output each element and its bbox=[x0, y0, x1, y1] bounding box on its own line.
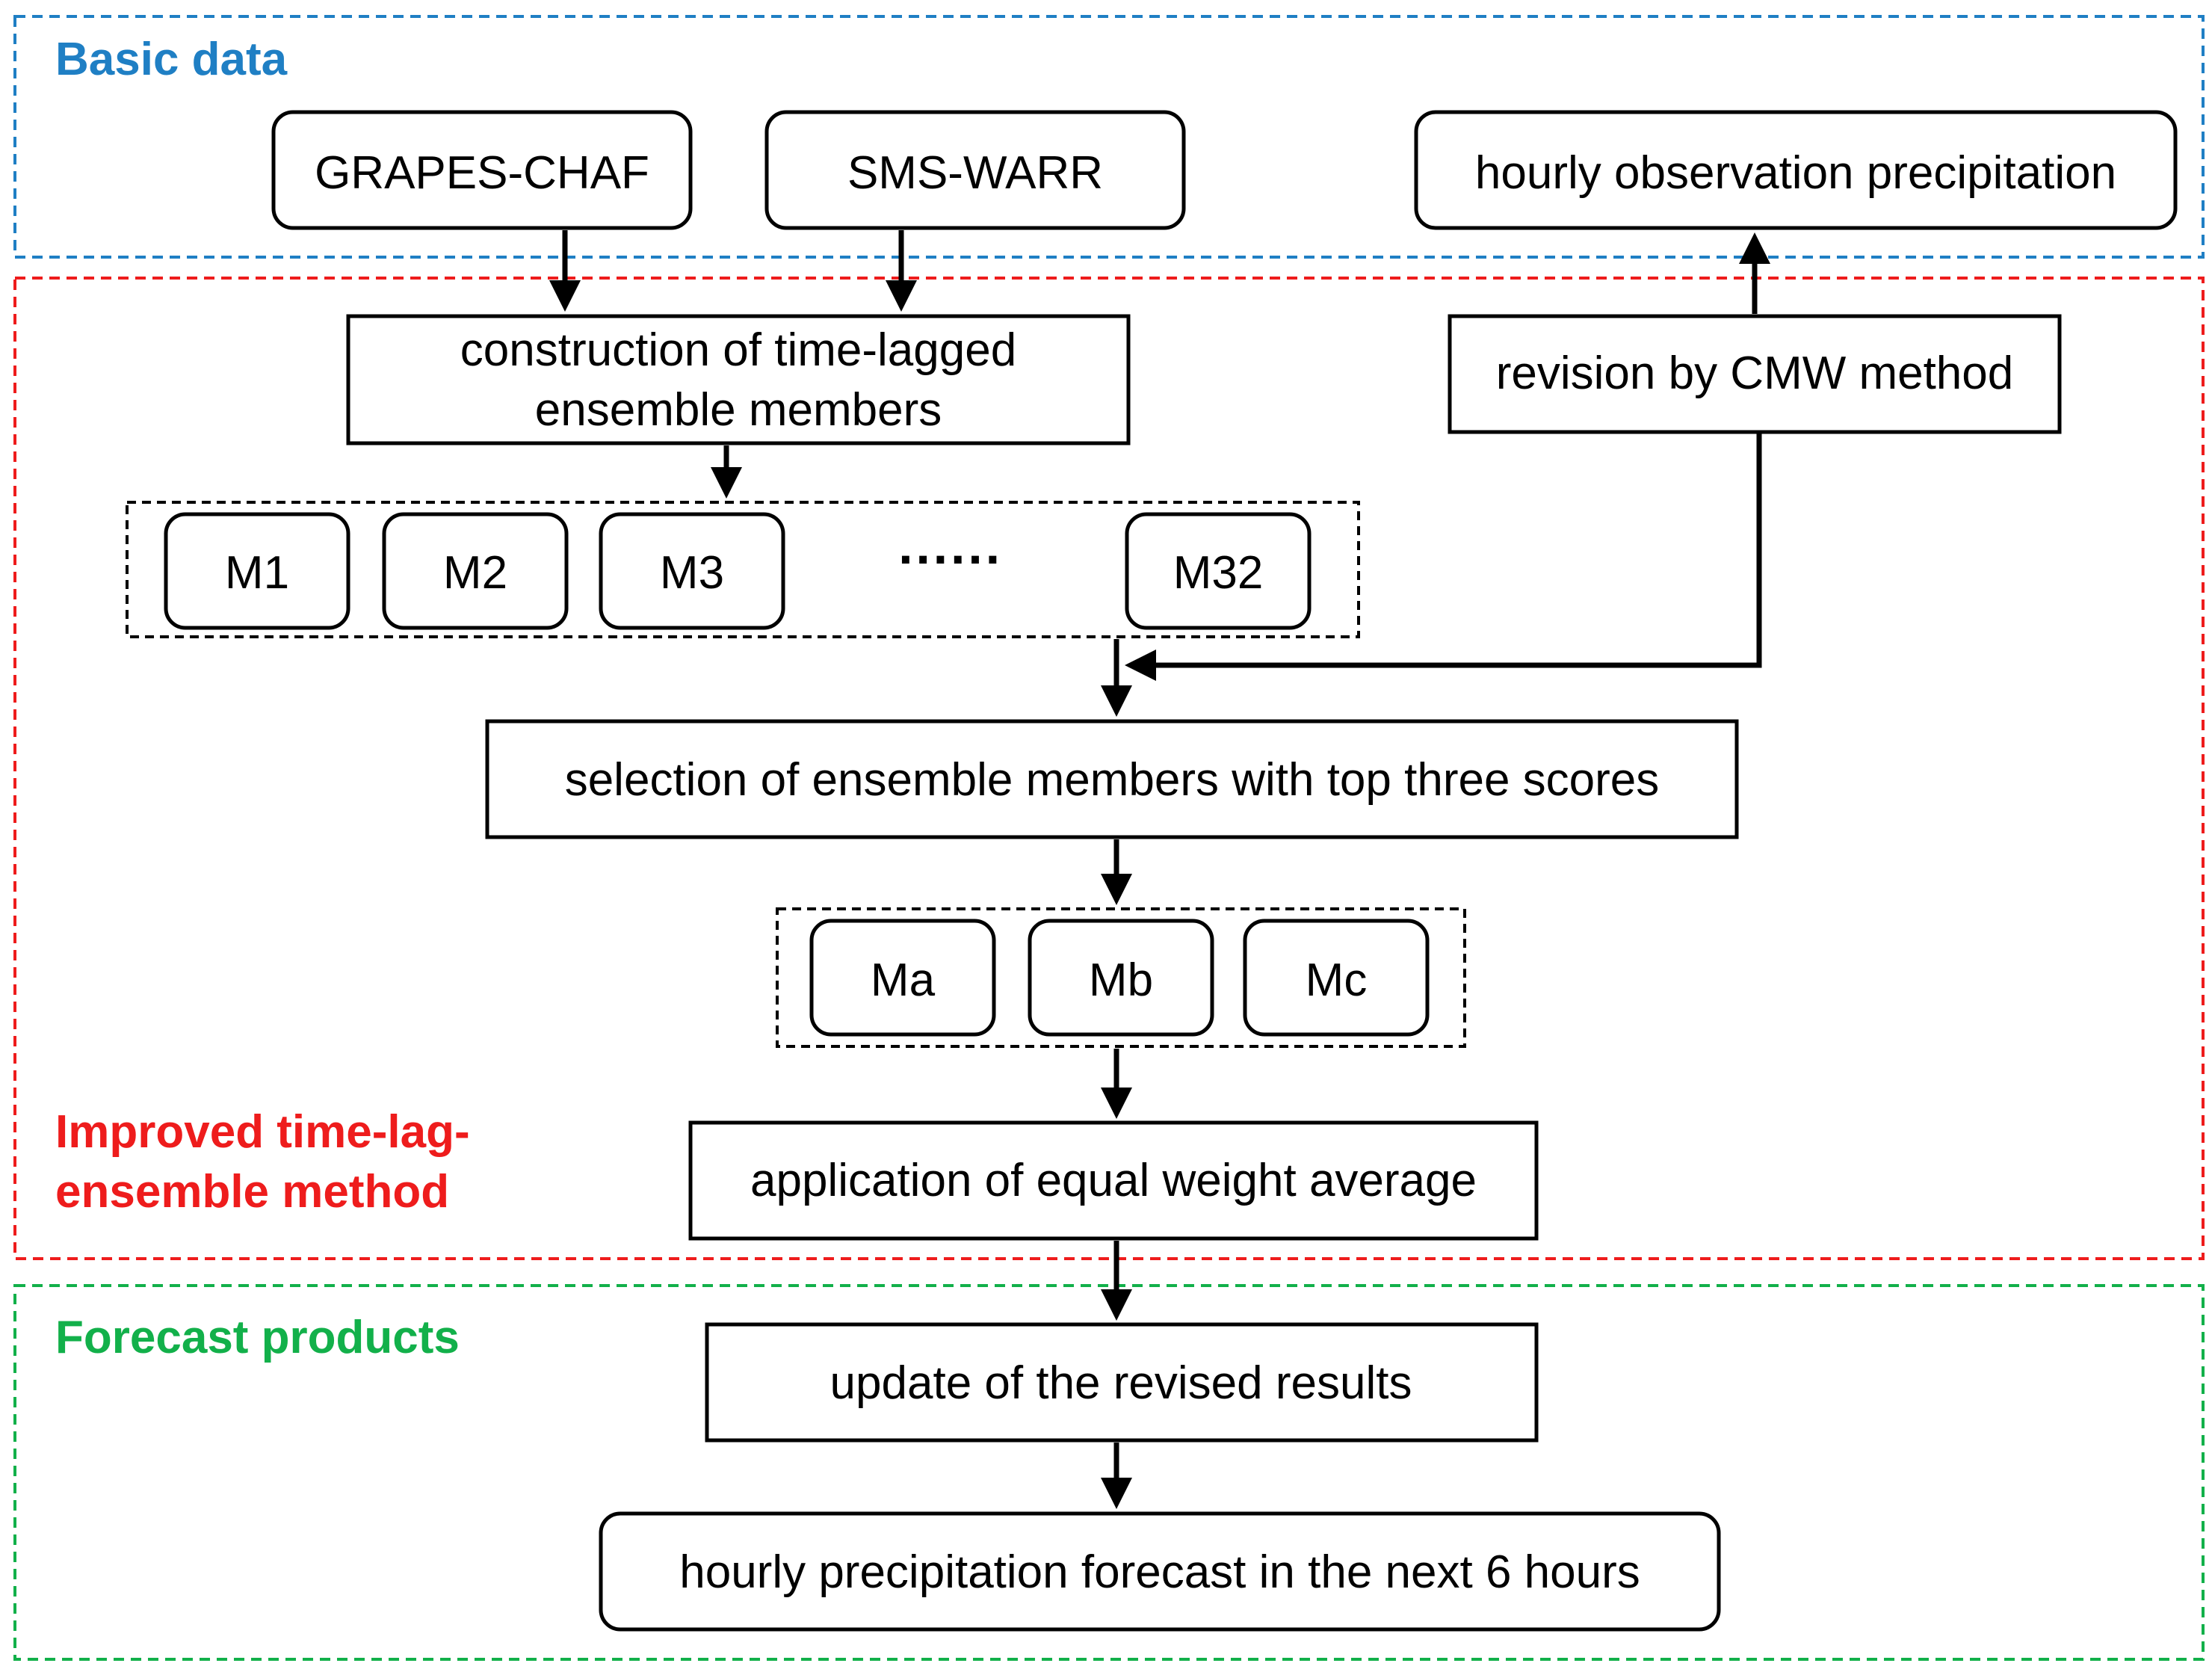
member-m2-box bbox=[382, 512, 569, 630]
member-mc-text: Mc bbox=[1306, 954, 1368, 1006]
sms-warr-text: SMS-WARR bbox=[847, 147, 1103, 199]
member-mb-text: Mb bbox=[1089, 954, 1153, 1006]
member-mb-box bbox=[1028, 919, 1214, 1037]
member-m3-text: M3 bbox=[660, 547, 724, 599]
selection-box bbox=[485, 719, 1739, 839]
final-forecast-box bbox=[599, 1511, 1721, 1632]
member-m1-text: M1 bbox=[225, 547, 289, 599]
revision-box bbox=[1448, 314, 2062, 434]
selection-text: selection of ensemble members with top t… bbox=[565, 754, 1660, 806]
basic-data-label: Basic data bbox=[55, 34, 288, 85]
improved-method-label-line1: Improved time-lag- bbox=[55, 1106, 470, 1158]
construction-text-line1: construction of time-lagged bbox=[460, 324, 1016, 376]
forecast-products-label: Forecast products bbox=[55, 1312, 460, 1363]
sms-warr-box bbox=[764, 110, 1186, 230]
member-m32-box bbox=[1125, 512, 1312, 630]
hourly-observation-text: hourly observation precipitation bbox=[1475, 147, 2116, 199]
grapes-chaf-box bbox=[271, 110, 693, 230]
members-ellipsis: ······ bbox=[898, 530, 1003, 588]
final-forecast-text: hourly precipitation forecast in the nex… bbox=[679, 1546, 1640, 1598]
improved-method-region bbox=[13, 277, 2205, 1260]
member-m3-box bbox=[599, 512, 785, 630]
revision-text: revision by CMW method bbox=[1496, 348, 2014, 399]
member-ma-text: Ma bbox=[871, 954, 936, 1006]
grapes-chaf-text: GRAPES-CHAF bbox=[315, 147, 649, 199]
top-members-group bbox=[776, 907, 1466, 1048]
member-m1-box bbox=[164, 512, 350, 630]
application-box bbox=[688, 1120, 1539, 1241]
improved-method-label-line2: ensemble method bbox=[55, 1166, 449, 1218]
members-group bbox=[126, 501, 1360, 638]
member-m2-text: M2 bbox=[443, 547, 507, 599]
arrow-revision-to-merge bbox=[1125, 434, 1762, 681]
member-mc-box bbox=[1243, 919, 1430, 1037]
forecast-products-region bbox=[13, 1284, 2205, 1661]
hourly-observation-box bbox=[1414, 110, 2178, 230]
update-box bbox=[705, 1322, 1539, 1443]
basic-data-region bbox=[13, 15, 2205, 259]
member-ma-box bbox=[809, 919, 996, 1037]
application-text: application of equal weight average bbox=[750, 1155, 1477, 1206]
update-text: update of the revised results bbox=[830, 1357, 1412, 1409]
construction-box bbox=[346, 314, 1131, 445]
construction-text-line2: ensemble members bbox=[535, 384, 942, 436]
member-m32-text: M32 bbox=[1173, 547, 1264, 599]
